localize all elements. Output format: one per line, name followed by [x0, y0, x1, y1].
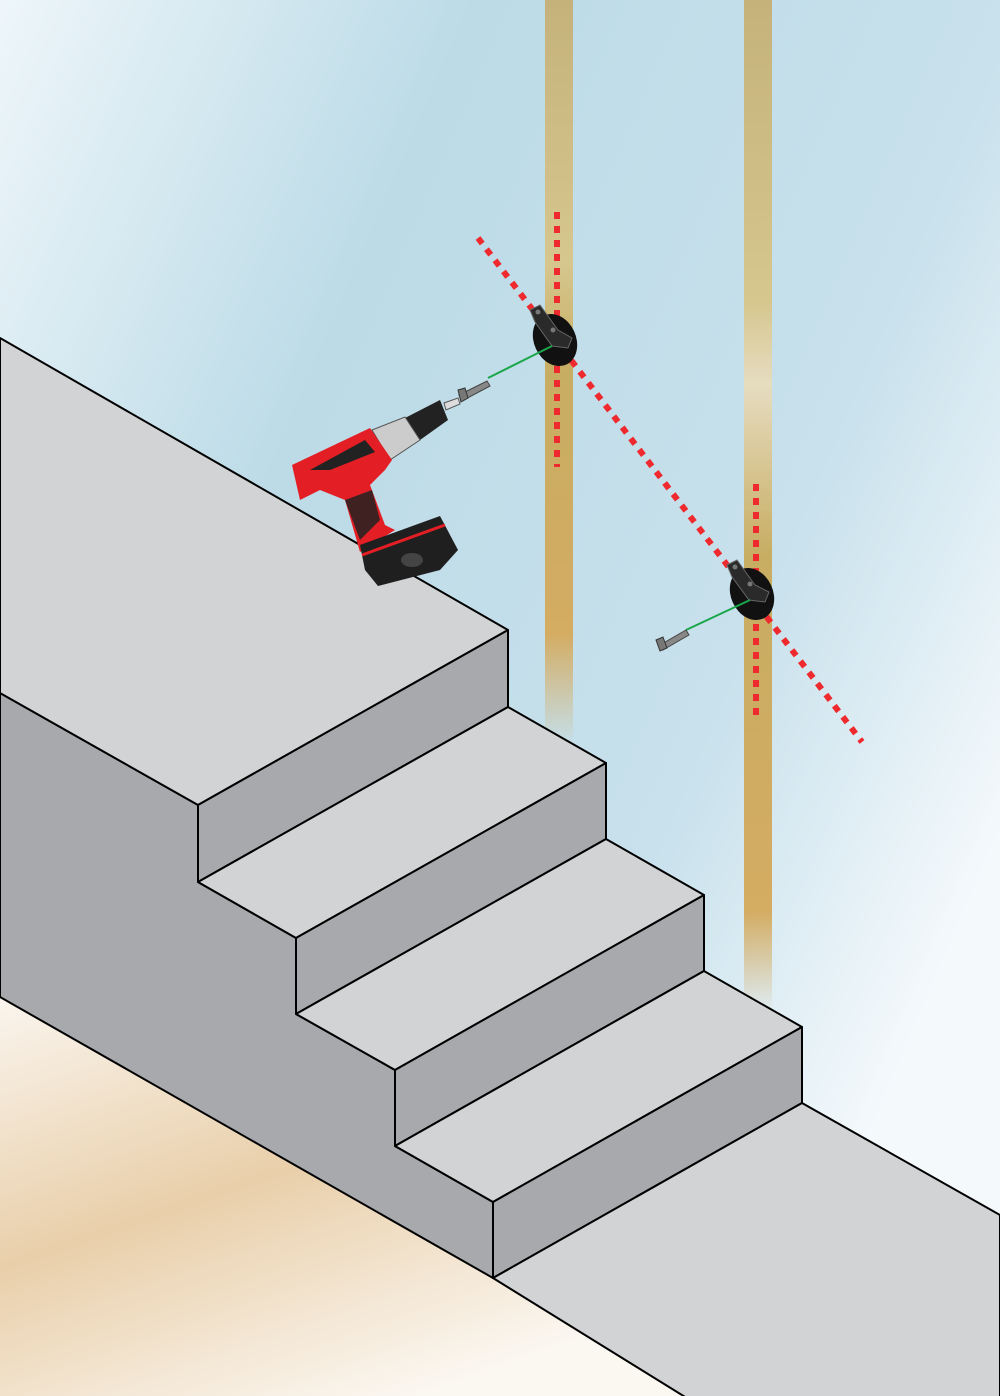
string-line-upper: [487, 345, 553, 379]
wall-stud-right: [744, 0, 772, 1012]
screw-upper-icon: [457, 380, 491, 403]
screw-lower-icon: [655, 629, 690, 652]
bottom-landing: [492, 1102, 1000, 1396]
rail-bracket-lower: [726, 559, 775, 621]
staircase: [0, 337, 1000, 1396]
cordless-drill-icon: [292, 397, 461, 586]
rail-bracket-upper: [529, 304, 578, 367]
string-line-lower: [685, 599, 751, 631]
floor: [0, 997, 690, 1396]
